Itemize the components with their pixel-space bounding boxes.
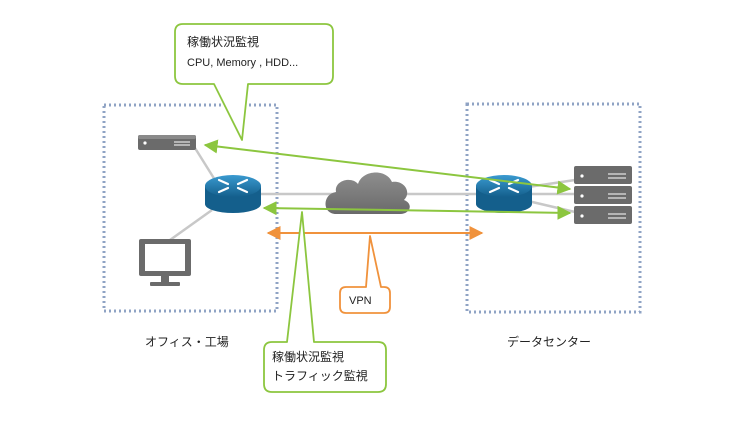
top-callout-detail: CPU, Memory , HDD...: [187, 57, 298, 69]
server-rack-icon: [574, 166, 632, 224]
server-icon: [138, 135, 196, 150]
router-icon: [205, 175, 261, 213]
bottom-callout-detail: トラフィック監視: [272, 368, 368, 383]
top-callout-title: 稼働状況監視: [187, 34, 259, 49]
datacenter-zone: [465, 102, 642, 314]
cloud-icon: [325, 172, 410, 214]
office-zone-label: オフィス・工場: [145, 335, 229, 349]
top-callout: 稼働状況監視 CPU, Memory , HDD...: [174, 23, 334, 141]
monitoring-arrow-server: [203, 139, 572, 195]
bottom-callout-title: 稼働状況監視: [272, 349, 344, 364]
monitor-icon: [139, 239, 191, 286]
bottom-callout: 稼働状況監視 トラフィック監視: [263, 211, 387, 393]
monitoring-arrow-traffic: [262, 201, 572, 220]
datacenter-zone-label: データセンター: [507, 334, 591, 349]
vpn-callout: VPN: [339, 235, 391, 314]
vpn-label: VPN: [349, 295, 372, 307]
